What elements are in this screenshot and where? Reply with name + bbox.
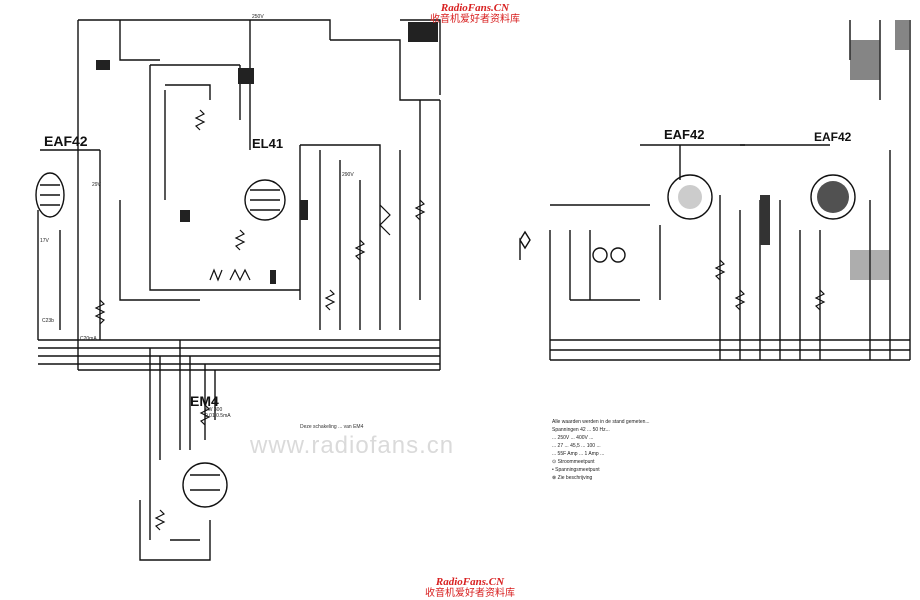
legend-line: ⊗ Zie beschrijving: [552, 475, 593, 481]
legend-line: ⊙ Stroommeetpunt: [552, 459, 595, 465]
component-c23b: C23b: [42, 318, 54, 324]
component-250v: 250V: [252, 14, 264, 20]
watermark-bottom-brand: RadioFans.CN: [435, 576, 505, 588]
component-29v: 29V: [92, 182, 101, 188]
legend-see-description: Zie beschrijving: [557, 475, 593, 481]
component-em4-values: 4W 300 0.01 0.5mA: [205, 407, 231, 419]
legend-line: Alle waarden werden in de stand gemeten.…: [552, 419, 650, 425]
watermark-bottom-subtitle: 收音机爱好者资料库: [425, 588, 515, 599]
component-17v: 17V: [40, 238, 49, 244]
watermark-top: RadioFans.CN 收音机爱好者资料库: [405, 2, 545, 26]
legend-line: ... 27 ... 45,5 ... 100 ...: [552, 443, 601, 449]
legend-voltage-point: Spanningsmeetpunt: [555, 467, 600, 473]
tube-label-el41: EL41: [252, 136, 284, 151]
legend-current-point: Stroommeetpunt: [557, 459, 595, 465]
measurement-legend: Alle waarden werden in de stand gemeten.…: [552, 418, 752, 482]
component-c20ma: C20mA: [80, 336, 97, 342]
watermark-top-subtitle: 收音机爱好者资料库: [430, 14, 520, 25]
component-290v: 290V: [342, 172, 354, 178]
legend-line: ... 250V ... 400V ...: [552, 435, 594, 441]
watermark-bottom: RadioFans.CN 收音机爱好者资料库: [400, 576, 540, 600]
legend-line: ... 55F Amp ... 1 Amp ...: [552, 451, 605, 457]
schematic-note: Deze schakeling ... van EM4: [300, 424, 364, 430]
tube-label-em4: EM4: [190, 393, 219, 409]
tube-label-eaf42-right-second: EAF42: [814, 130, 852, 144]
legend-line: • Spanningsmeetpunt: [552, 467, 600, 473]
legend-line: Spanningen 42 ... 50 Hz...: [552, 427, 610, 433]
tube-label-eaf42-right: EAF42: [664, 127, 705, 142]
tube-label-eaf42-left: EAF42: [44, 133, 88, 149]
center-watermark: www.radiofans.cn: [250, 432, 455, 459]
watermark-top-brand: RadioFans.CN: [440, 2, 510, 14]
